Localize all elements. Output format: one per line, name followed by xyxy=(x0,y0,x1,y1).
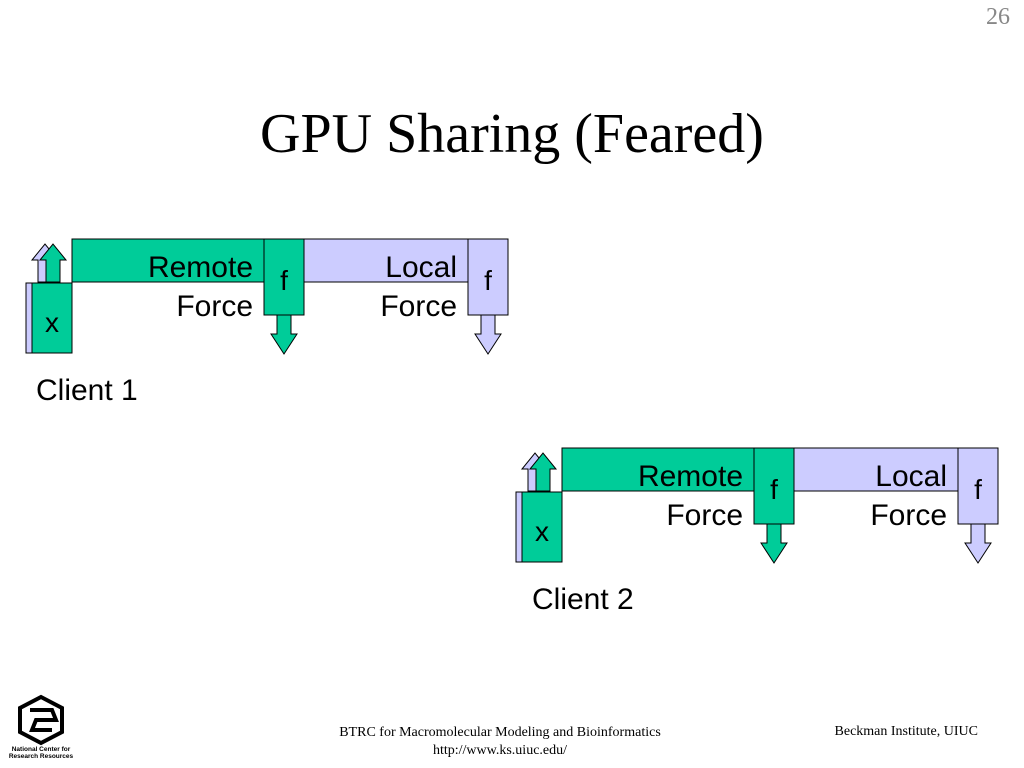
footer-right: Beckman Institute, UIUC xyxy=(834,724,978,739)
client-2-remote-label-line1: Remote xyxy=(638,460,743,493)
client-1-f-remote-label: f xyxy=(280,265,288,296)
ncrr-logo: National Center for Research Resources xyxy=(9,694,74,760)
client-1-f-local-down-arrow xyxy=(474,314,502,355)
logo-text-line1: National Center for xyxy=(12,746,71,753)
client-1-f-remote-box xyxy=(263,238,305,316)
client-2-pipeline: x Remote Force f Local Force f Client 2 xyxy=(515,447,999,616)
client-1-f-remote-down-arrow xyxy=(270,314,298,355)
client-1-remote-label-line1: Remote xyxy=(148,251,253,284)
footer-center: BTRC for Macromolecular Modeling and Bio… xyxy=(0,724,1000,760)
client-2-f-remote-label: f xyxy=(770,474,778,505)
client-1-f-local-label: f xyxy=(484,265,492,296)
footer-center-line2: http://www.ks.uiuc.edu/ xyxy=(432,743,568,758)
client-1-label: Client 1 xyxy=(36,374,138,407)
ncrr-logo-mark-icon xyxy=(18,694,64,746)
client-2-label: Client 2 xyxy=(532,583,634,616)
client-2-remote-bar xyxy=(561,447,755,492)
client-2-x-box xyxy=(521,491,563,563)
client-1-pipeline: x Remote Force f Local Force f Client 1 xyxy=(25,238,509,407)
client-1-remote-label-line2: Force xyxy=(176,290,253,323)
footer-center-line1: BTRC for Macromolecular Modeling and Bio… xyxy=(339,725,661,740)
logo-text-line2: Research Resources xyxy=(9,753,74,760)
client-1-up-arrow xyxy=(38,243,68,283)
client-2-local-bar xyxy=(793,447,959,492)
client-2-up-arrow xyxy=(528,452,558,492)
client-1-x-label: x xyxy=(45,307,59,338)
client-1-local-bar xyxy=(303,238,469,283)
client-2-x-label: x xyxy=(535,516,549,547)
client-1-x-box xyxy=(31,282,73,354)
client-1-remote-bar xyxy=(71,238,265,283)
client-2-local-label-line1: Local xyxy=(875,460,947,493)
slide-title: GPU Sharing (Feared) xyxy=(260,103,764,165)
client-2-f-local-box xyxy=(957,447,999,525)
client-1-f-local-box xyxy=(467,238,509,316)
client-2-f-remote-box xyxy=(753,447,795,525)
client-2-local-label-line2: Force xyxy=(870,499,947,532)
client-1-local-label-line2: Force xyxy=(380,290,457,323)
client-1-local-label-line1: Local xyxy=(385,251,457,284)
client-2-remote-label-line2: Force xyxy=(666,499,743,532)
client-2-f-remote-down-arrow xyxy=(760,523,788,564)
client-2-f-local-down-arrow xyxy=(964,523,992,564)
page-number: 26 xyxy=(986,4,1010,30)
gpu-sharing-diagram: x Remote Force f Local Force f Client 1 … xyxy=(25,238,999,616)
client-2-f-local-label: f xyxy=(974,474,982,505)
